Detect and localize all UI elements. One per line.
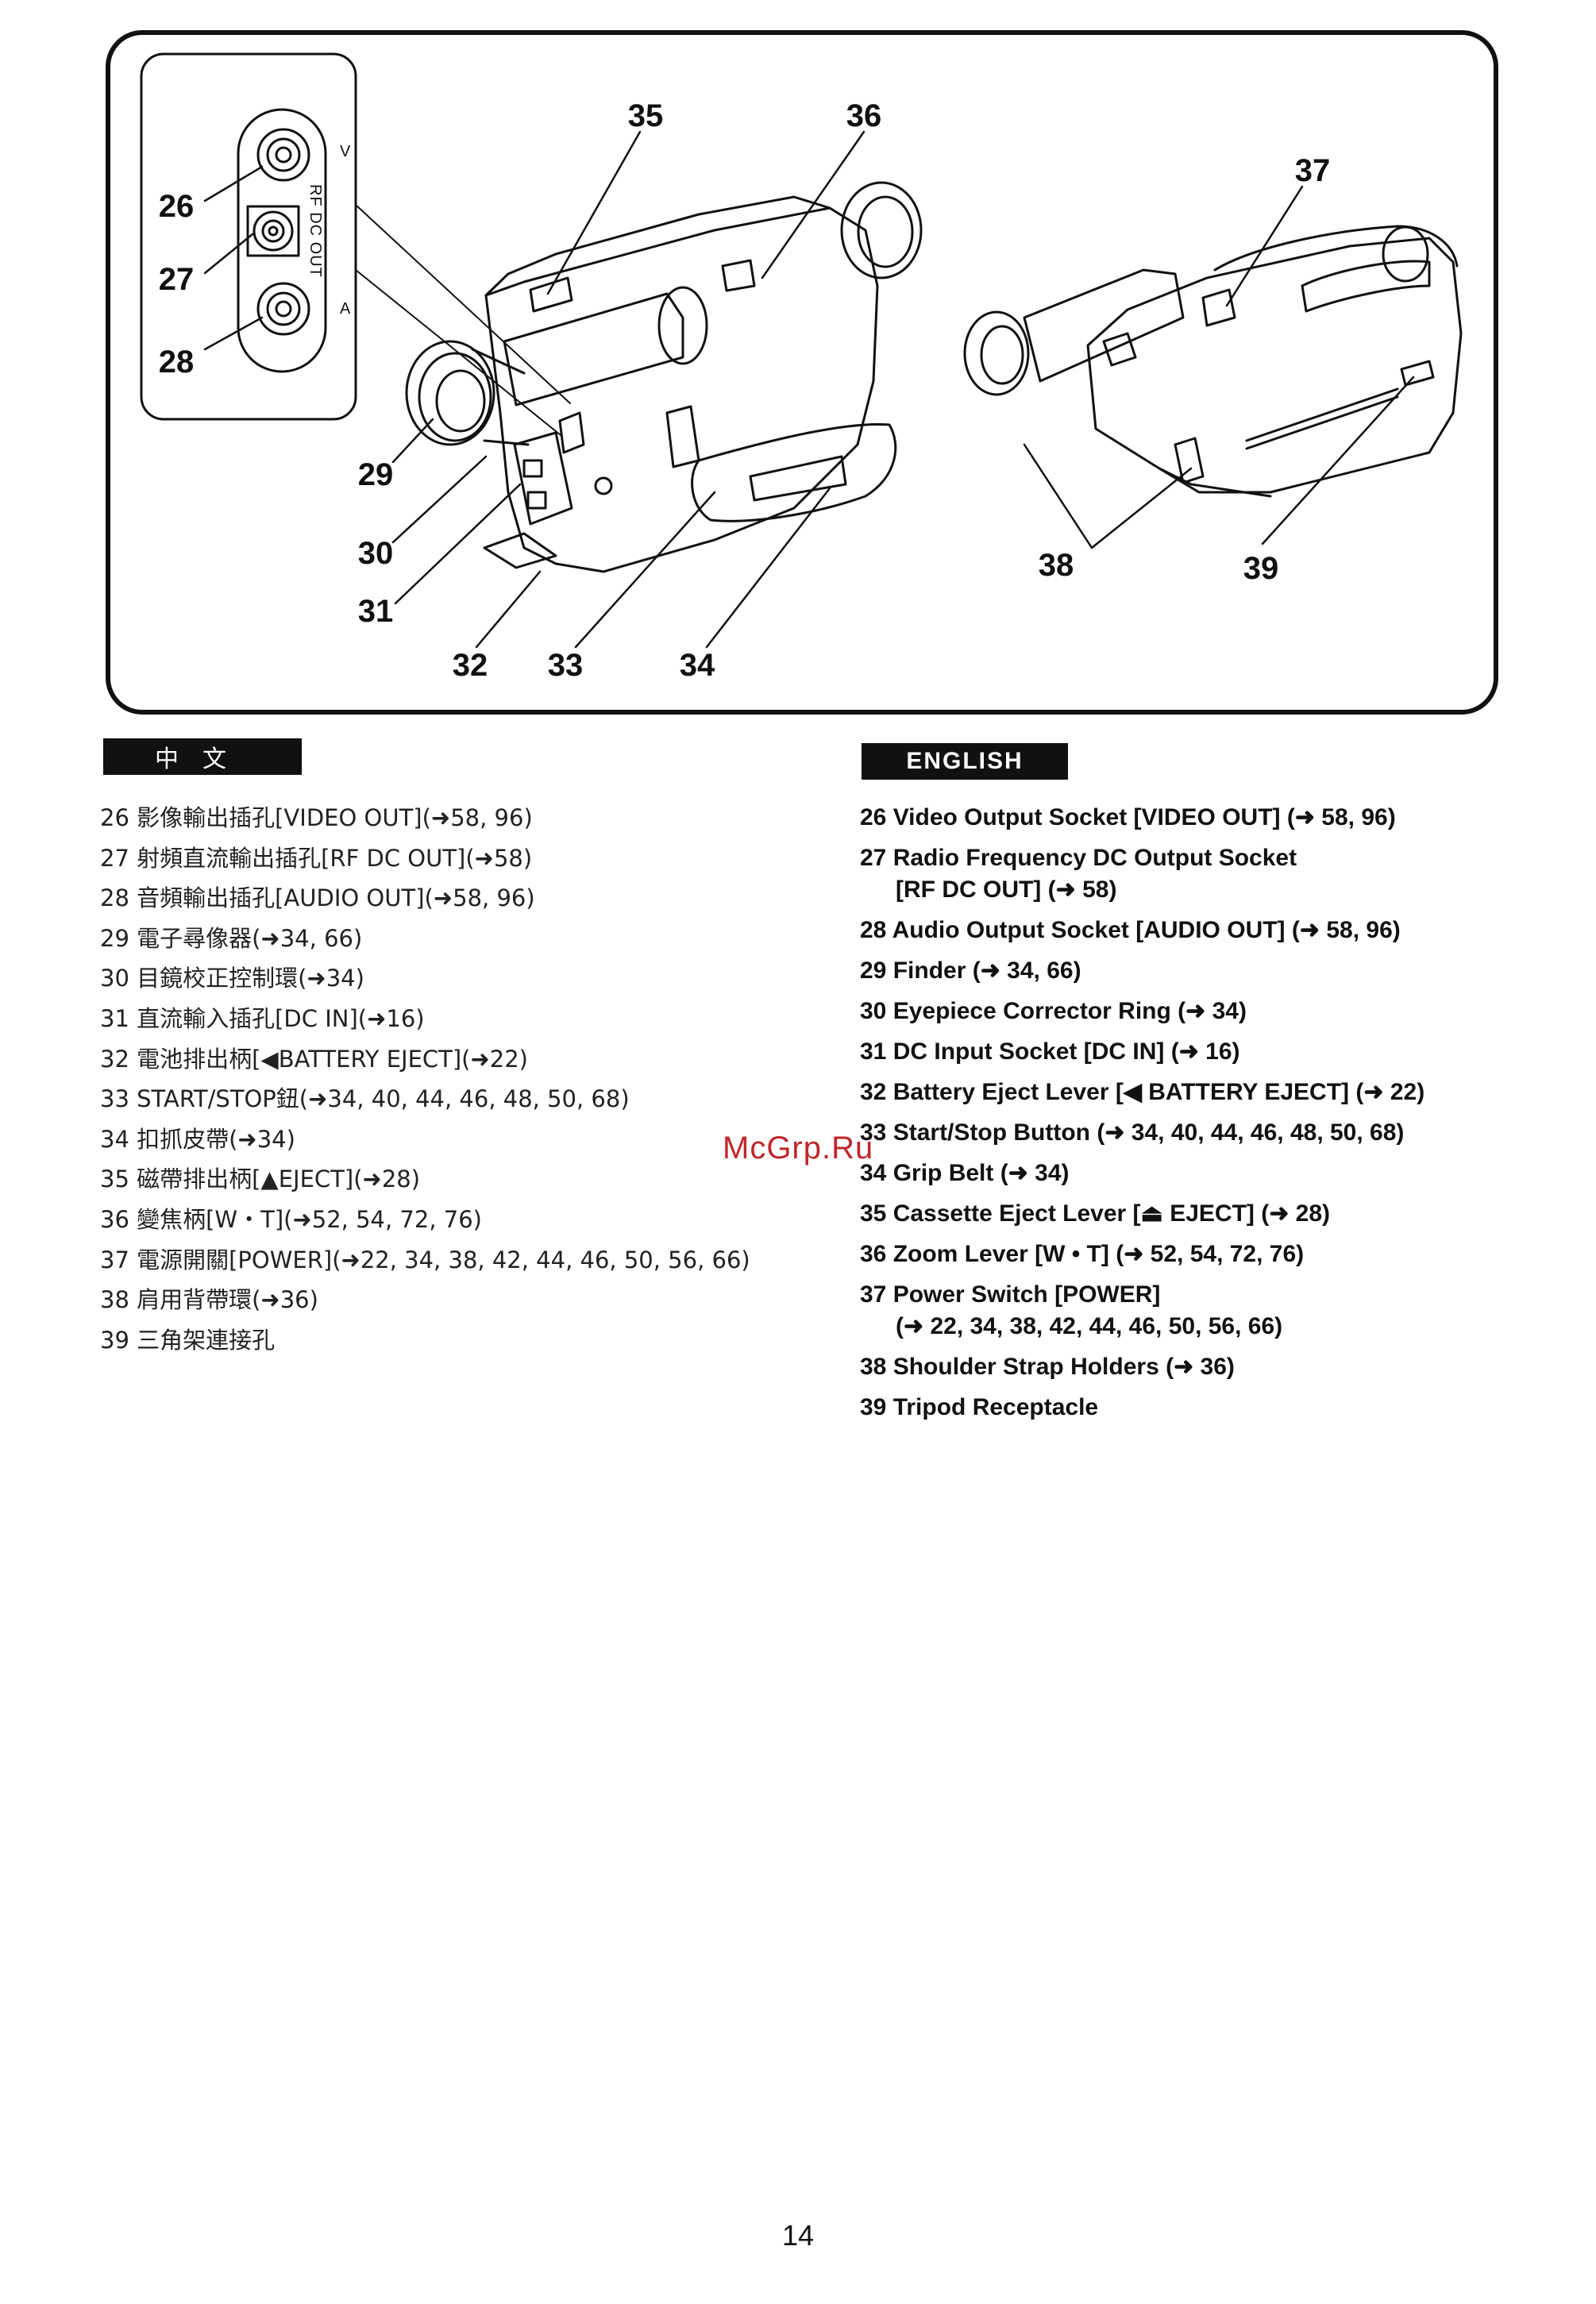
audio-out-jack-icon [256,282,310,336]
callout-27: 27 [158,262,195,297]
list-item: 34 Grip Belt (➜ 34) [860,1158,1575,1189]
callout-37: 37 [1294,153,1331,188]
list-item: 39 Tripod Receptacle [860,1392,1575,1424]
item-text: 34 Grip Belt (➜ 34) [860,1160,1070,1186]
video-out-jack-icon [256,128,310,182]
figure-frame [106,30,1498,715]
list-item: 37 Power Switch [POWER] (➜ 22, 34, 38, 42… [860,1279,1575,1343]
item-text: 39 Tripod Receptacle [860,1394,1099,1420]
item-text: 33 Start/Stop Button (➜ 34, 40, 44, 46, … [860,1119,1405,1146]
list-item: 28 Audio Output Socket [AUDIO OUT] (➜ 58… [860,915,1575,946]
callout-33: 33 [547,648,584,683]
list-item: 33 START/STOP鈕(➜34, 40, 44, 46, 48, 50, … [100,1085,630,1113]
list-item: 30 目鏡校正控制環(➜34) [100,965,364,992]
callout-32: 32 [452,648,488,683]
item-text: 38 Shoulder Strap Holders (➜ 36) [860,1354,1235,1380]
list-item: 35 磁帶排出柄[▲EJECT](➜28) [100,1165,421,1193]
list-item: 26 影像輸出插孔[VIDEO OUT](➜58, 96) [100,804,533,831]
list-item: 36 Zoom Lever [W • T] (➜ 52, 54, 72, 76) [860,1239,1575,1270]
callout-31: 31 [357,594,394,629]
rf-dc-out-jack-icon [246,205,300,257]
item-text: 26 Video Output Socket [VIDEO OUT] (➜ 58… [860,804,1396,830]
list-item: 39 三角架連接孔 [100,1326,276,1354]
list-item: 28 音頻輸出插孔[AUDIO OUT](➜58, 96) [100,884,535,912]
english-heading: ENGLISH [862,743,1068,780]
list-item: 26 Video Output Socket [VIDEO OUT] (➜ 58… [860,802,1575,834]
jack-strip [237,108,327,373]
jack-label-rf-dc-out: RF DC OUT [306,184,324,278]
item-text: 31 DC Input Socket [DC IN] (➜ 16) [860,1038,1240,1065]
callout-39: 39 [1243,551,1279,586]
watermark: McGrp.Ru [723,1131,874,1165]
callout-29: 29 [357,457,394,492]
list-item: 34 扣抓皮帶(➜34) [100,1125,295,1153]
callout-30: 30 [357,536,394,571]
page-number: 14 [781,2219,815,2252]
list-item: 38 Shoulder Strap Holders (➜ 36) [860,1351,1575,1383]
list-item: 31 直流輸入插孔[DC IN](➜16) [100,1004,425,1032]
callout-36: 36 [846,98,882,133]
item-text: 37 Power Switch [POWER] [860,1281,1161,1308]
item-text-continued: [RF DC OUT] (➜ 58) [896,877,1117,903]
item-text: 32 Battery Eject Lever [◀ BATTERY EJECT]… [860,1079,1425,1105]
chinese-heading: 中文 [103,738,302,775]
callout-28: 28 [158,345,195,380]
item-text: 28 Audio Output Socket [AUDIO OUT] (➜ 58… [860,917,1401,943]
camcorder-diagram [140,52,1463,649]
list-item: 35 Cassette Eject Lever [⏏ EJECT] (➜ 28) [860,1198,1575,1230]
list-item: 38 肩用背帶環(➜36) [100,1286,318,1314]
item-text: 29 Finder (➜ 34, 66) [860,957,1081,984]
chinese-parts-list: 26 影像輸出插孔[VIDEO OUT](➜58, 96) 27 射頻直流輸出插… [100,798,783,1360]
item-text: 36 Zoom Lever [W • T] (➜ 52, 54, 72, 76) [860,1241,1305,1267]
list-item: 36 變焦柄[W・T](➜52, 54, 72, 76) [100,1205,482,1233]
list-item: 30 Eyepiece Corrector Ring (➜ 34) [860,996,1575,1027]
jack-inset-panel [140,52,357,421]
list-item: 27 射頻直流輸出插孔[RF DC OUT](➜58) [100,844,533,872]
list-item: 29 Finder (➜ 34, 66) [860,955,1575,987]
callout-26: 26 [158,189,195,224]
jack-label-v: V [340,143,351,160]
list-item: 29 電子尋像器(➜34, 66) [100,924,363,952]
list-item: 33 Start/Stop Button (➜ 34, 40, 44, 46, … [860,1117,1575,1149]
jack-label-a: A [340,300,351,318]
camera-rear-view-icon [963,225,1463,498]
callout-38: 38 [1038,548,1074,583]
item-text: 30 Eyepiece Corrector Ring (➜ 34) [860,998,1247,1024]
list-item: 27 Radio Frequency DC Output Socket [RF D… [860,842,1575,906]
item-text: 27 Radio Frequency DC Output Socket [860,845,1297,871]
list-item: 37 電源開關[POWER](➜22, 34, 38, 42, 44, 46, … [100,1246,750,1273]
camera-front-view-icon [405,181,923,573]
item-text: 35 Cassette Eject Lever [⏏ EJECT] (➜ 28) [860,1200,1331,1227]
item-text-continued: (➜ 22, 34, 38, 42, 44, 46, 50, 56, 66) [896,1313,1283,1339]
callout-34: 34 [679,648,715,683]
list-item: 31 DC Input Socket [DC IN] (➜ 16) [860,1036,1575,1068]
list-item: 32 電池排出柄[◀BATTERY EJECT](➜22) [100,1045,528,1073]
english-parts-list: 26 Video Output Socket [VIDEO OUT] (➜ 58… [860,802,1575,1432]
list-item: 32 Battery Eject Lever [◀ BATTERY EJECT]… [860,1077,1575,1108]
callout-35: 35 [627,98,664,133]
